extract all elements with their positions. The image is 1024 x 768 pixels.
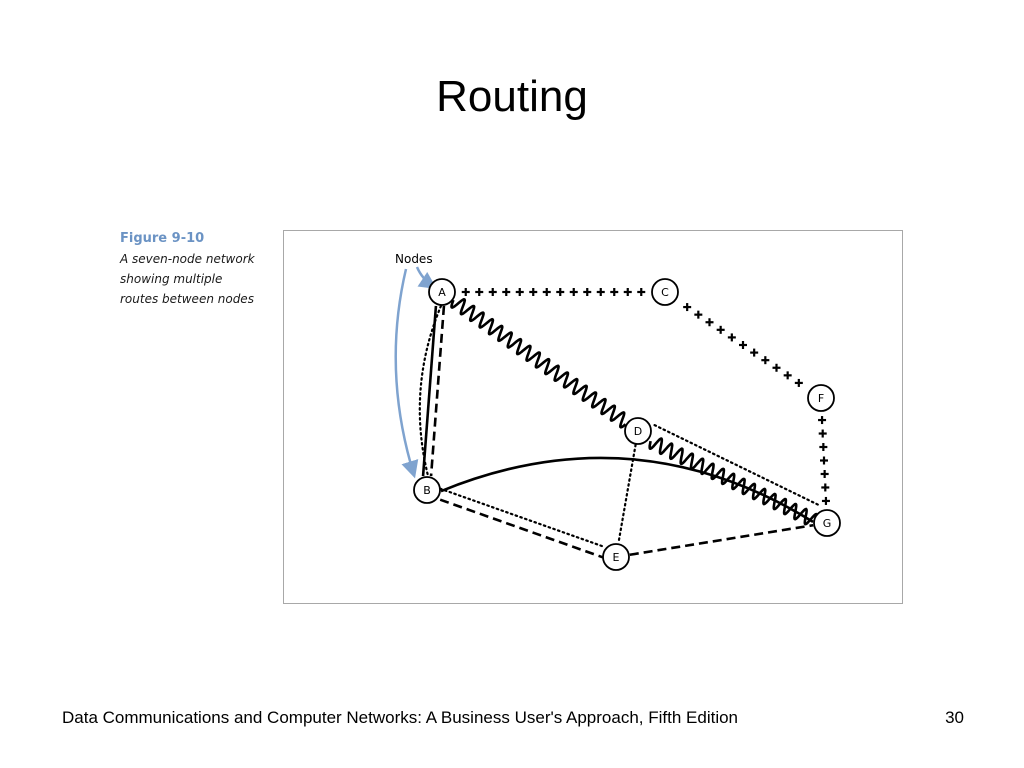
- nodes-pointer: Nodes: [394, 252, 437, 479]
- figure-description-line-2: showing multiple: [120, 272, 223, 286]
- link-f-g-crosses: [818, 416, 830, 505]
- link-a-b-solid: [421, 305, 438, 477]
- node-c-circle: [651, 278, 679, 306]
- figure-number: Figure 9-10: [120, 231, 205, 246]
- node-b-label: B: [423, 484, 431, 497]
- figure-caption: Figure 9-10 A seven-node network showing…: [120, 230, 280, 309]
- node-g-circle: [813, 509, 841, 537]
- link-b-g-solid: [440, 456, 814, 523]
- node-d: D: [624, 417, 652, 445]
- link-a-d-wavy: [450, 298, 627, 429]
- link-b-e-dashed: [439, 498, 604, 559]
- node-a-circle: [428, 278, 456, 306]
- link-a-b-dashed: [429, 305, 446, 477]
- footer-text: Data Communications and Computer Network…: [62, 708, 738, 727]
- figure-description: A seven-node network showing multiple ro…: [120, 249, 280, 309]
- node-b-circle: [413, 476, 441, 504]
- figure-description-line-3: routes between nodes: [120, 292, 254, 306]
- node-f-label: F: [818, 392, 824, 405]
- network-diagram: Nodes A B C D E F G: [394, 252, 841, 571]
- node-g-label: G: [823, 517, 832, 530]
- pointer-arrow-to-node-b: [394, 268, 419, 479]
- link-d-e-dotted: [617, 443, 637, 545]
- links-layer: [418, 288, 830, 559]
- node-f-circle: [807, 384, 835, 412]
- figure-description-line-1: A seven-node network: [120, 252, 255, 266]
- node-g: G: [813, 509, 841, 537]
- node-a: A: [428, 278, 456, 306]
- link-c-f-crosses: [683, 303, 803, 387]
- network-diagram-frame: Nodes A B C D E F G: [283, 230, 903, 604]
- node-c: C: [651, 278, 679, 306]
- node-f: F: [807, 384, 835, 412]
- node-d-label: D: [634, 425, 642, 438]
- node-e: E: [602, 543, 630, 571]
- nodes-pointer-label: Nodes: [395, 252, 433, 266]
- node-b: B: [413, 476, 441, 504]
- nodes-layer: A B C D E F G: [413, 278, 841, 571]
- node-a-label: A: [438, 286, 446, 299]
- link-d-g-wavy: [648, 437, 819, 526]
- node-d-circle: [624, 417, 652, 445]
- node-e-label: E: [613, 551, 620, 564]
- link-a-c-crosses: [461, 288, 646, 296]
- page-number: 30: [945, 708, 964, 727]
- link-d-g-dotted: [653, 424, 820, 506]
- link-e-g-dashed: [629, 523, 814, 557]
- node-c-label: C: [661, 286, 669, 299]
- node-e-circle: [602, 543, 630, 571]
- link-a-b-dotted: [418, 304, 443, 478]
- link-b-e-dotted: [439, 487, 604, 548]
- slide-title: Routing: [436, 72, 588, 121]
